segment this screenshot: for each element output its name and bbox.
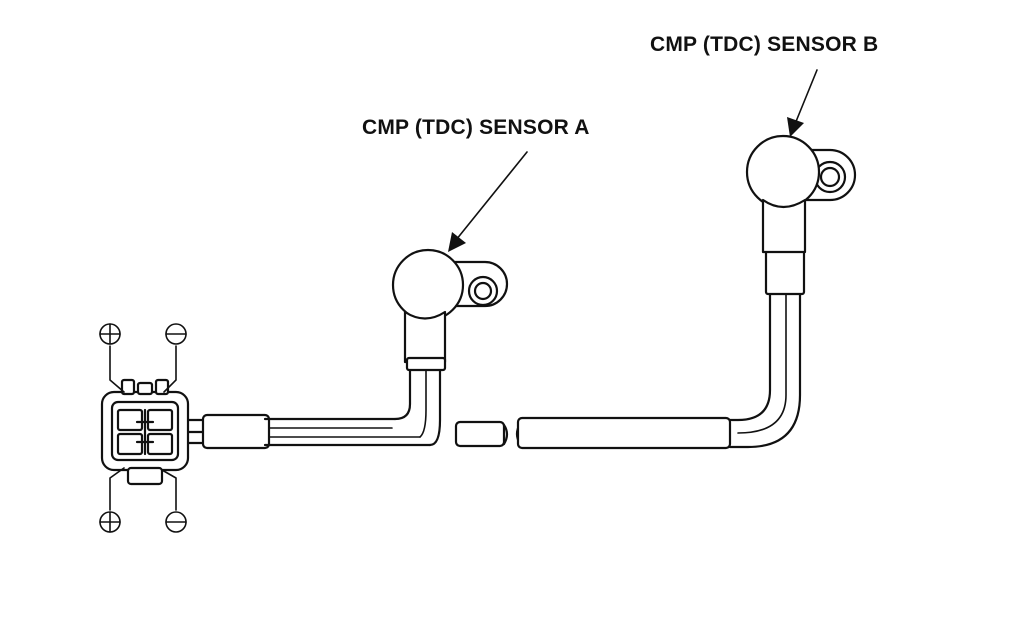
- terminal-leads: [109, 345, 177, 511]
- sensor-b-harness: [516, 248, 806, 450]
- harness-break: [454, 420, 522, 448]
- cmp-sensor-b: [745, 134, 857, 254]
- terminal-bottom-left-positive-icon: [99, 511, 121, 533]
- sensor-b-leader-arrow: [787, 69, 818, 137]
- main-harness: [186, 413, 432, 450]
- sensor-a-label: CMP (TDC) SENSOR A: [362, 116, 590, 139]
- cmp-sensor-a: [391, 248, 509, 372]
- sensor-b-label: CMP (TDC) SENSOR B: [650, 33, 879, 56]
- sensor-a-leader-arrow: [448, 151, 528, 252]
- sensor-a-lead: [393, 368, 442, 447]
- harness-connector: [100, 378, 190, 486]
- terminal-bottom-right-negative-icon: [165, 511, 187, 533]
- terminal-top-left-positive-icon: [99, 323, 121, 345]
- terminal-top-right-negative-icon: [165, 323, 187, 345]
